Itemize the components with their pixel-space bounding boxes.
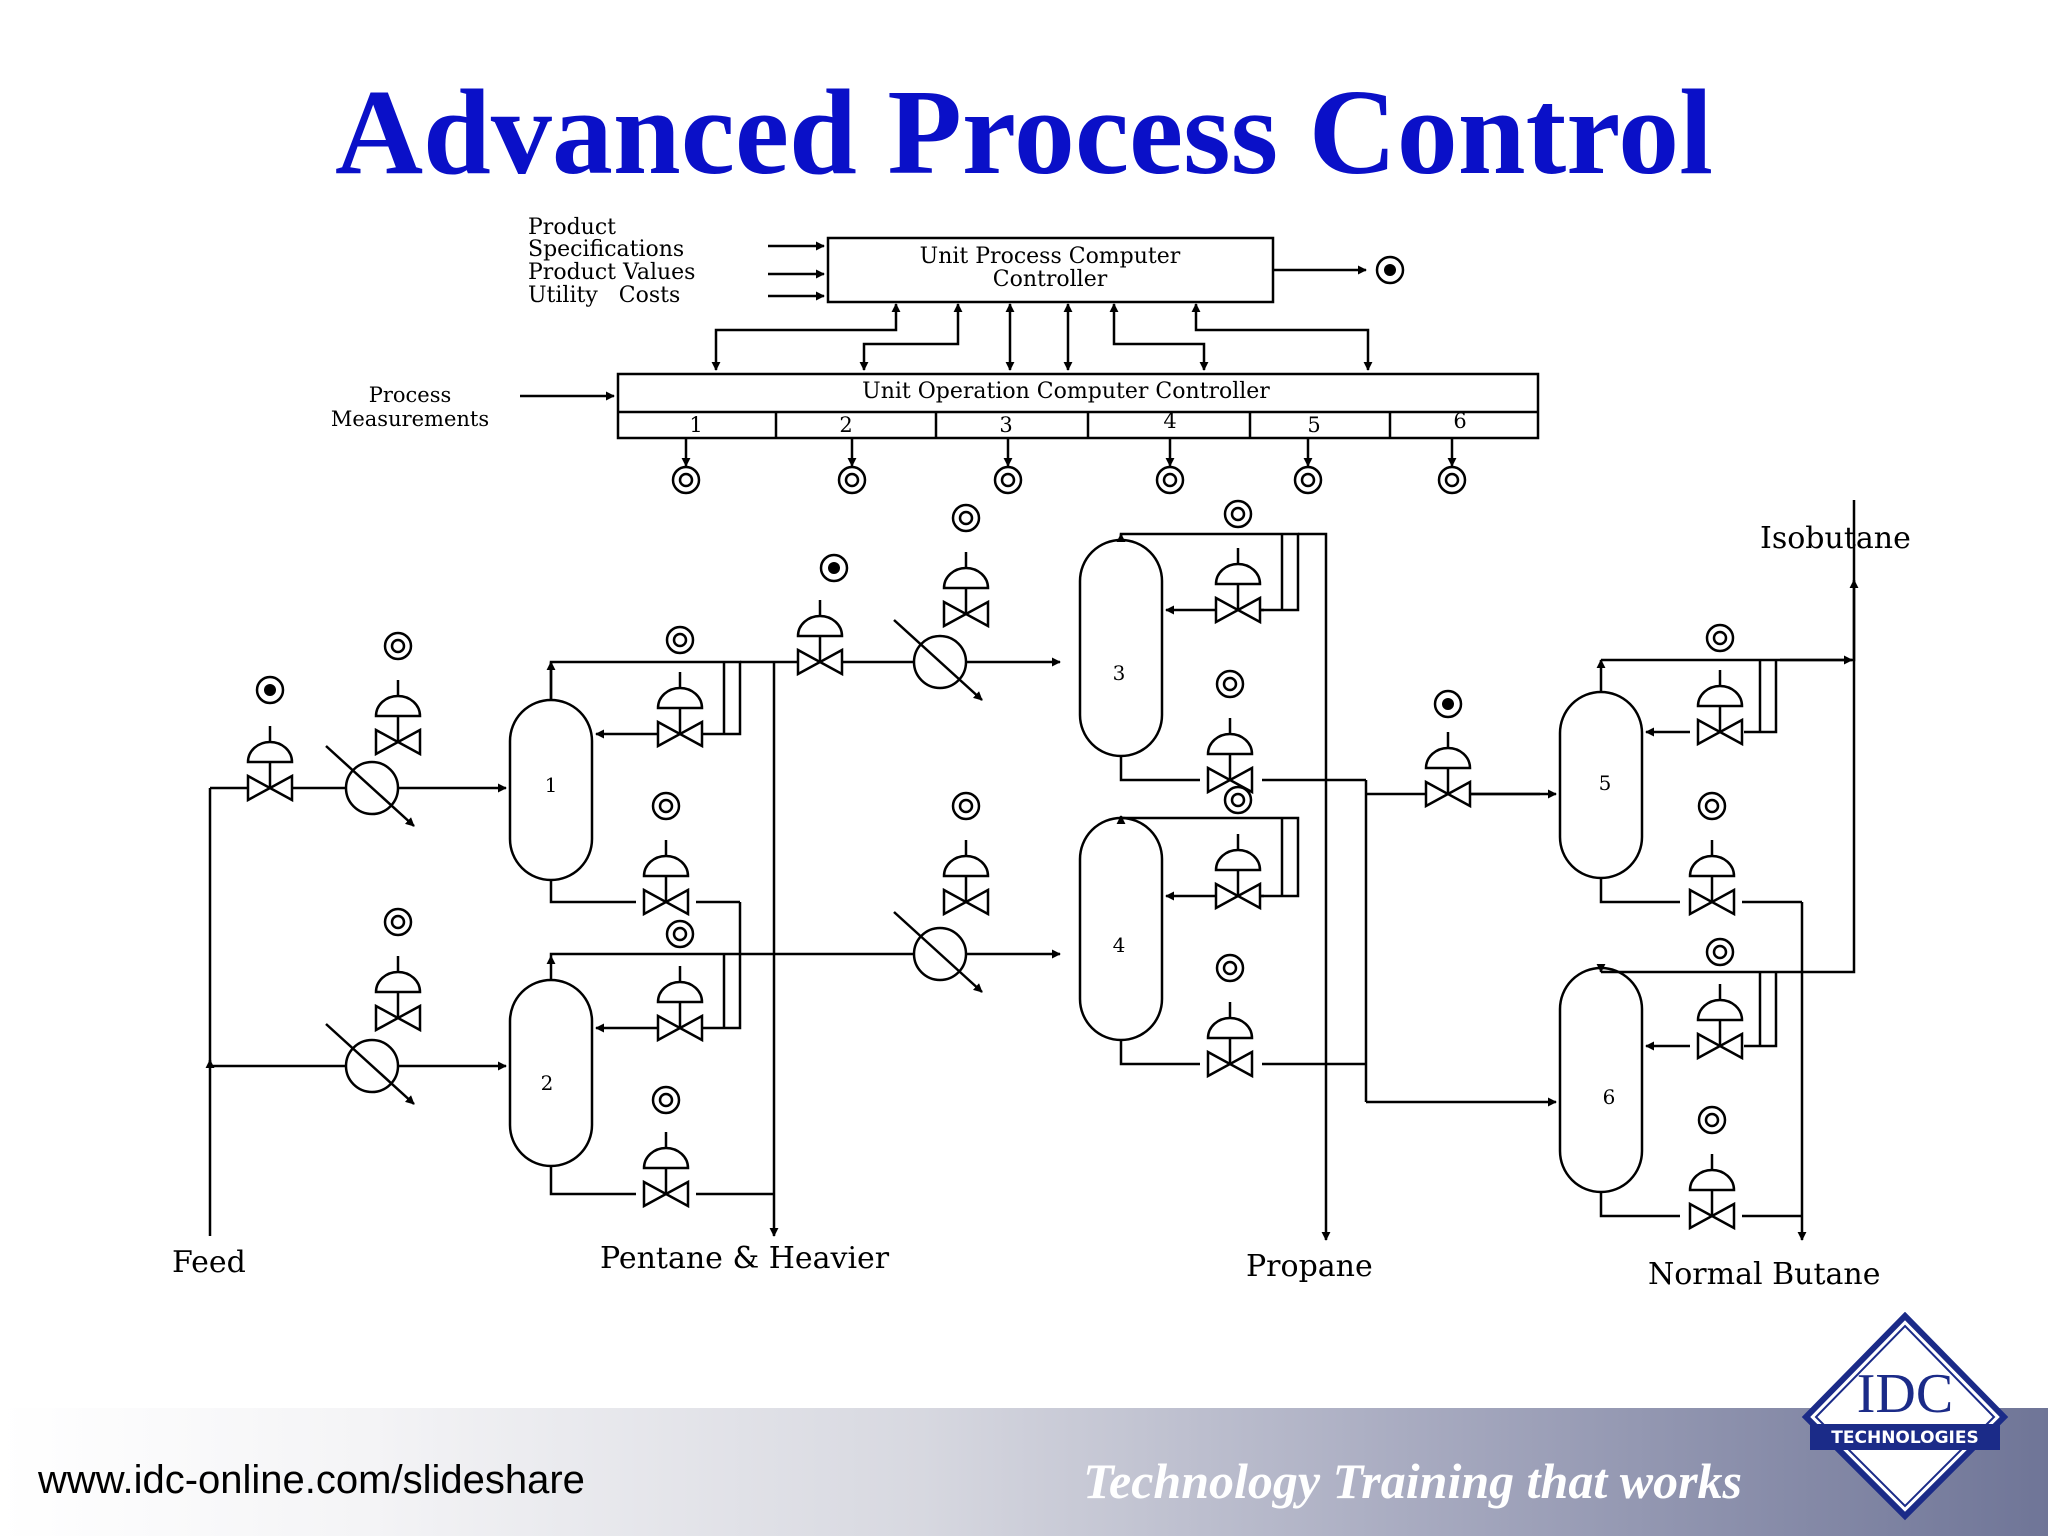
- unit-operation-controller-box: [616, 372, 1540, 440]
- lower-controller-label: Unit Operation Computer Controller: [862, 379, 1270, 404]
- input-label-utility-costs: Utility Costs: [528, 283, 680, 308]
- footer-url: www.idc-online.com/slideshare: [38, 1458, 585, 1502]
- upper-controller-label-1: Unit Process Computer: [920, 244, 1181, 269]
- process-measurements-label-2: Measurements: [331, 407, 489, 431]
- idc-logo: IDC TECHNOLOGIES: [1801, 1312, 2009, 1521]
- upper-controller-label-2: Controller: [993, 267, 1108, 292]
- input-label-product: Product: [528, 215, 616, 240]
- input-label-specifications: Specifications: [528, 237, 684, 262]
- column-3: [1078, 538, 1164, 758]
- controller-output-6: 6: [1453, 409, 1466, 433]
- stream-normal-butane: Normal Butane: [1648, 1257, 1881, 1292]
- footer-bar: [0, 1408, 2048, 1536]
- controller-output-3: 3: [999, 413, 1012, 437]
- column-1-label: 1: [545, 773, 558, 797]
- column-6-label: 6: [1603, 1085, 1616, 1109]
- process-diagram: Product Specifications Product Values Ut…: [172, 215, 1911, 1292]
- controller-output-4: 4: [1163, 409, 1176, 433]
- column-4-label: 4: [1113, 933, 1126, 957]
- column-3-label: 3: [1113, 661, 1126, 685]
- stream-pentane: Pentane & Heavier: [600, 1241, 890, 1276]
- slide-title: Advanced Process Control: [334, 65, 1714, 200]
- logo-subtext: TECHNOLOGIES: [1831, 1428, 1978, 1448]
- input-label-product-values: Product Values: [528, 260, 695, 285]
- controller-output-1: 1: [689, 413, 702, 437]
- stream-propane: Propane: [1246, 1249, 1373, 1284]
- stream-feed: Feed: [172, 1245, 246, 1280]
- footer-tagline: Technology Training that works: [1083, 1453, 1742, 1509]
- column-2-label: 2: [541, 1071, 554, 1095]
- column-4: [1078, 816, 1164, 1042]
- controller-output-5: 5: [1307, 413, 1320, 437]
- column-6: [1558, 966, 1644, 1194]
- logo-text: IDC: [1857, 1363, 1953, 1425]
- controller-output-2: 2: [839, 413, 852, 437]
- process-measurements-label-1: Process: [369, 383, 452, 407]
- column-5-label: 5: [1599, 771, 1612, 795]
- stream-isobutane: Isobutane: [1760, 521, 1911, 556]
